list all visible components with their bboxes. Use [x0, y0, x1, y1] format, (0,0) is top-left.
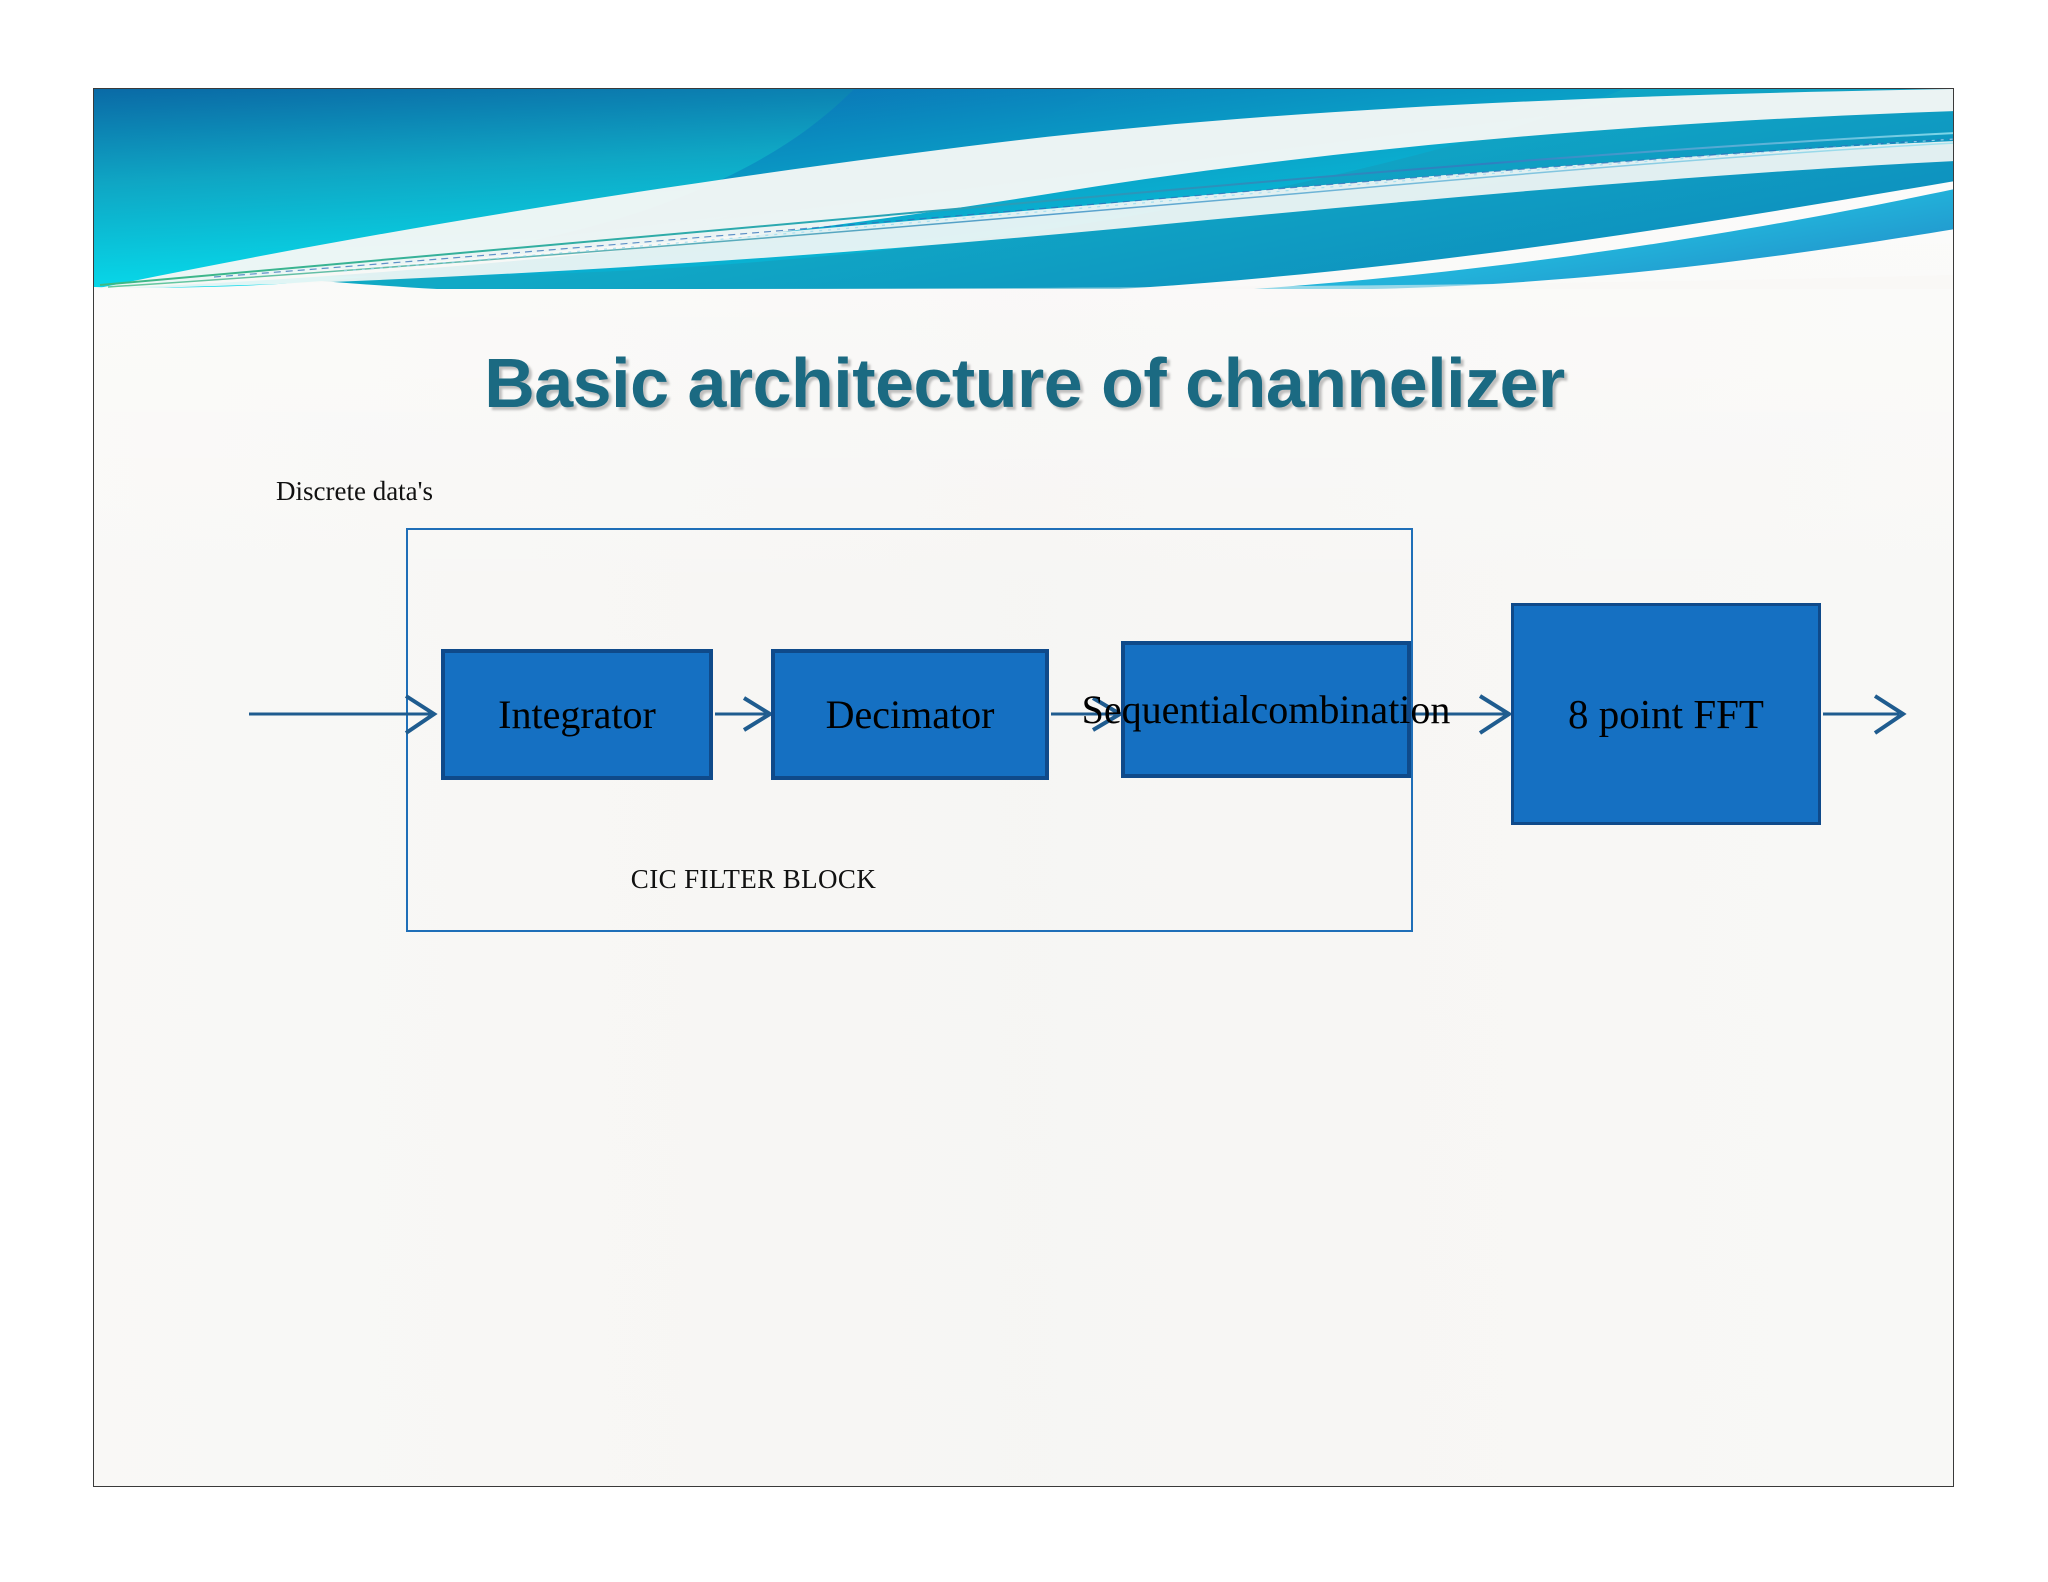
block-integrator[interactable]: Integrator [441, 649, 713, 780]
block-sequential-line1: Sequential [1081, 686, 1251, 732]
block-decimator[interactable]: Decimator [771, 649, 1049, 780]
block-diagram: Discrete data's Integrator Decimator Seq… [94, 89, 1953, 1486]
page-title: Basic architecture of channelizer [484, 344, 1565, 422]
slide-banner-decoration [94, 89, 1953, 289]
block-sequential-combination[interactable]: Sequential combination [1082, 641, 1450, 778]
cic-filter-block-caption: CIC FILTER BLOCK [630, 864, 877, 894]
presentation-slide: Basic architecture of channelizer [93, 88, 1954, 1487]
block-sequential-line2: combination [1250, 686, 1451, 732]
input-label-discrete-data: Discrete data's [276, 476, 434, 506]
block-8-point-fft[interactable]: 8 point FFT [1511, 603, 1821, 825]
